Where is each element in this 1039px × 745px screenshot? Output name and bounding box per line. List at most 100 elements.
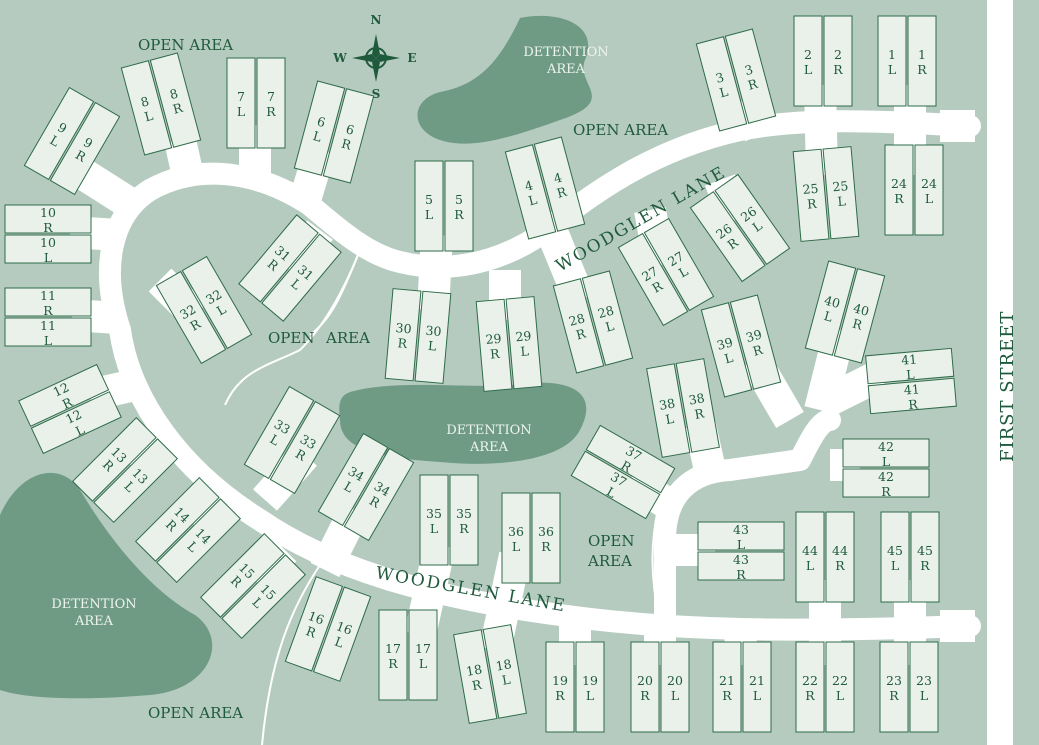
unit-16-half-2[interactable]: 16L: [312, 586, 372, 682]
unit-3-half-1[interactable]: 3L: [695, 36, 748, 132]
unit-15-half-1[interactable]: 15R: [199, 532, 285, 618]
unit-25-half-2[interactable]: 25L: [822, 146, 860, 240]
unit-27-half-1[interactable]: 27R: [617, 232, 689, 327]
unit-12-half-1[interactable]: 12R: [18, 363, 110, 429]
unit-18-half-2[interactable]: 18L: [482, 624, 527, 719]
unit-13-half-2[interactable]: 13L: [93, 438, 179, 524]
unit-29-half-1[interactable]: 29R: [475, 298, 513, 392]
unit-15-half-2[interactable]: 15L: [221, 554, 307, 640]
unit-6-half-2[interactable]: 6R: [322, 88, 375, 184]
unit-26-half-2[interactable]: 26L: [714, 173, 791, 265]
unit-14-half-2[interactable]: 14L: [156, 498, 242, 584]
unit-32-half-2[interactable]: 32L: [181, 255, 253, 350]
unit-39-half-1[interactable]: 39L: [700, 302, 753, 398]
unit-38-half-1[interactable]: 38L: [646, 363, 691, 458]
unit-38-half-2[interactable]: 38R: [675, 358, 720, 453]
unit-31-half-1[interactable]: 31R: [238, 214, 319, 303]
unit-8-half-2[interactable]: 8R: [149, 52, 202, 148]
unit-30-half-1[interactable]: 30R: [384, 288, 422, 382]
unit-33-half-2[interactable]: 33R: [269, 400, 341, 495]
unit-28-half-2[interactable]: 28L: [581, 270, 634, 366]
unit-9-half-1[interactable]: 9L: [23, 86, 95, 181]
unit-41-half-2[interactable]: 41R: [867, 377, 957, 415]
unit-26-half-1[interactable]: 26R: [689, 191, 766, 283]
unit-6-half-1[interactable]: 6L: [293, 80, 346, 176]
unit-40-half-1[interactable]: 40L: [804, 260, 857, 356]
unit-18-half-1[interactable]: 18R: [453, 629, 498, 724]
unit-9-half-2[interactable]: 9R: [49, 101, 121, 196]
unit-32-half-1[interactable]: 32R: [155, 270, 227, 365]
unit-33-half-1[interactable]: 33L: [243, 385, 315, 480]
unit-34-half-1[interactable]: 34L: [317, 432, 389, 527]
unit-13-half-1[interactable]: 13R: [71, 416, 157, 502]
unit-39-half-2[interactable]: 39R: [729, 294, 782, 390]
unit-14-half-1[interactable]: 14R: [134, 476, 220, 562]
unit-40-half-2[interactable]: 40R: [833, 268, 886, 364]
unit-4-half-2[interactable]: 4R: [533, 136, 586, 232]
unit-31-half-2[interactable]: 31L: [261, 233, 342, 322]
unit-37-half-1[interactable]: 37R: [585, 424, 676, 494]
unit-4-half-1[interactable]: 4L: [504, 144, 557, 240]
